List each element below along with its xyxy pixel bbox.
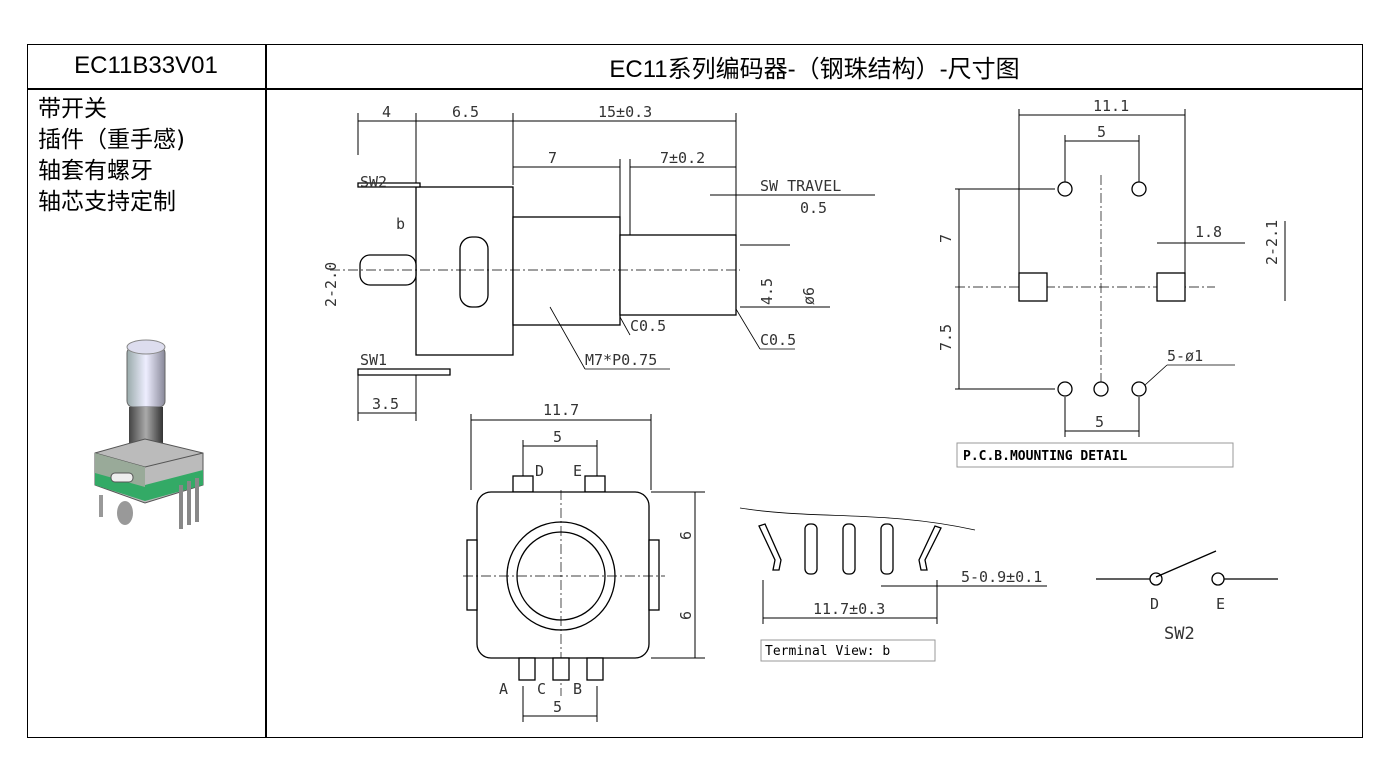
pin-e-label: E [573,462,582,480]
sw1-label: SW1 [360,351,387,369]
encoder-product-image [94,339,204,529]
dim-6-b: 6 [677,611,695,620]
dim-6-a: 6 [677,531,695,540]
dim-11-7: 11.7 [543,401,579,419]
sw-travel-value: 0.5 [800,199,827,217]
switch-terminal-e: E [1216,595,1225,613]
sw-travel-label: SW TRAVEL [760,177,841,195]
dim-4-5: 4.5 [758,278,776,305]
switch-terminal-d: D [1150,595,1159,613]
column-divider [265,44,267,738]
dim-5-top: 5 [553,428,562,446]
dim-5-bottom: 5 [553,698,562,716]
header-divider [27,88,1363,90]
dim-6-5: 6.5 [452,103,479,121]
feature-item: 插件（重手感) [38,127,185,153]
dim-11-1: 11.1 [1093,97,1129,115]
dim-2-2-1: 2-2.1 [1263,220,1281,265]
dim-2-2-0: 2-2.0 [322,262,340,307]
dim-1-8: 1.8 [1195,223,1222,241]
feature-item: 带开关 [38,96,107,122]
hole-callout: 5-ø1 [1167,347,1203,365]
dim-5-bottom: 5 [1095,413,1104,431]
b-label: b [396,215,405,233]
pin-a-label: A [499,680,508,698]
dim-15: 15±0.3 [598,103,652,121]
feature-list: 带开关 插件（重手感) 轴套有螺牙 轴芯支持定制 [38,94,185,218]
thread-label: M7*P0.75 [585,351,657,369]
side-view-drawing: 4 6.5 15±0.3 7 7±0.2 SW TRAVEL 0.5 SW2 S… [322,103,875,421]
pin-d-label: D [535,462,544,480]
dim-7-5: 7.5 [937,324,955,351]
dim-7: 7 [937,234,955,243]
pcb-caption: P.C.B.MOUNTING DETAIL [963,449,1128,464]
dim-7-02: 7±0.2 [660,149,705,167]
dim-4: 4 [382,103,391,121]
terminal-caption: Terminal View: b [765,644,890,659]
pin-c-label: C [537,680,546,698]
chamfer-label-a: C0.5 [630,317,666,335]
pin-b-label: B [573,680,582,698]
switch-name: SW2 [1164,624,1195,644]
sw2-label: SW2 [360,173,387,191]
pcb-mounting-drawing: 11.1 5 7 7.5 1.8 2-2.1 5-ø1 5 P.C.B.MOUN… [937,97,1286,468]
dim-6: ø6 [800,287,818,305]
drawing-title: EC11系列编码器-（钢珠结构）-尺寸图 [609,55,1020,83]
datasheet-frame [27,44,1363,738]
model-number: EC11B33V01 [74,52,218,79]
chamfer-label-b: C0.5 [760,331,796,349]
dim-5-top: 5 [1097,123,1106,141]
feature-item: 轴芯支持定制 [38,189,176,215]
top-view-drawing: 11.7 5 D E A C B 6 6 5 [463,401,705,722]
feature-item: 轴套有螺牙 [38,158,153,184]
dim-7: 7 [548,149,557,167]
dim-3-5: 3.5 [372,395,399,413]
terminal-view-drawing: 5-0.9±0.1 11.7±0.3 Terminal View: b [739,507,1047,662]
dim-terminal-width: 11.7±0.3 [813,600,885,618]
dim-pin-width: 5-0.9±0.1 [961,568,1042,586]
switch-symbol: D E SW2 [1096,550,1278,644]
